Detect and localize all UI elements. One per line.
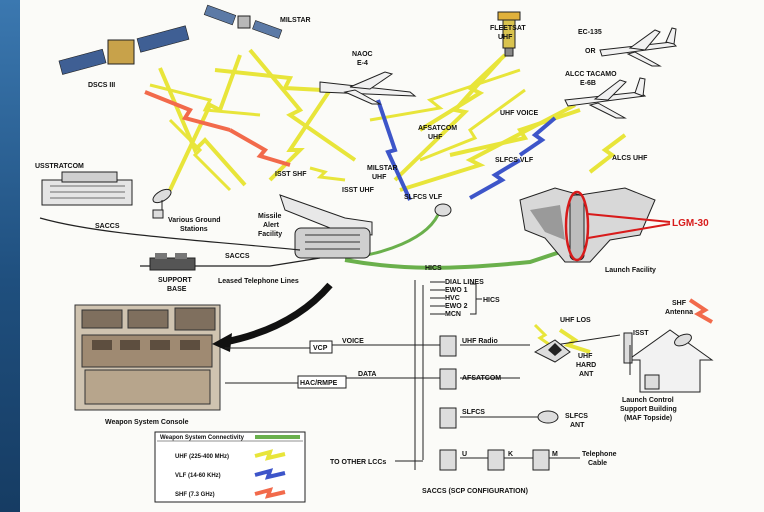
label-hics-side: HICS xyxy=(483,297,500,304)
scp-equipment-racks xyxy=(440,336,549,470)
label-e6b: E-6B xyxy=(580,80,596,87)
label-maf-3: Facility xyxy=(258,231,282,238)
label-dscs: DSCS III xyxy=(88,82,115,89)
missile-alert-facility-icon xyxy=(280,195,372,258)
legend-label-shf: SHF (7.3 GHz) xyxy=(175,492,215,498)
launch-control-support-building-icon xyxy=(624,330,712,392)
label-or: OR xyxy=(585,48,596,55)
label-e4: E-4 xyxy=(357,60,368,67)
label-ground-stations-1: Various Ground xyxy=(168,217,221,224)
ground-station-dish-icon xyxy=(151,187,173,218)
label-tel-2: Cable xyxy=(588,460,607,467)
label-k: K xyxy=(508,451,513,458)
label-lcsb-2: Support Building xyxy=(620,406,677,413)
label-afsatcom-uhf: UHF xyxy=(428,134,443,141)
label-m: M xyxy=(552,451,558,458)
label-slfcs-2: SLFCS xyxy=(462,409,485,416)
legend-label-vlf: VLF (14-60 KHz) xyxy=(175,473,221,479)
label-hics-top: HICS xyxy=(425,265,442,272)
slfcs-vlf-antenna-icon xyxy=(435,204,451,216)
label-launch-facility: Launch Facility xyxy=(605,267,656,274)
label-leased-lines: Leased Telephone Lines xyxy=(218,278,299,285)
console-pointer-arrow xyxy=(225,285,330,342)
label-ec135: EC-135 xyxy=(578,29,602,36)
label-console: Weapon System Console xyxy=(105,419,189,426)
label-milstar-uhf-1: MILSTAR xyxy=(367,165,398,172)
label-dial-lines: DIAL LINES xyxy=(445,279,484,286)
label-slfcs-vlf-2: SLFCS VLF xyxy=(404,194,443,201)
dscs-satellite-icon xyxy=(59,26,189,75)
label-shf-antenna-1: SHF xyxy=(672,300,687,307)
milstar-satellite-icon xyxy=(204,5,282,38)
label-uhf-hard-1: UHF xyxy=(578,353,593,360)
legend-label-wsc: Weapon System Connectivity xyxy=(160,435,245,441)
label-maf-2: Alert xyxy=(263,222,280,229)
label-lgm30: LGM-30 xyxy=(672,218,709,229)
support-base-icon xyxy=(150,253,195,270)
label-hvc: HVC xyxy=(445,295,460,302)
label-voice: VOICE xyxy=(342,338,364,345)
label-ground-stations-2: Stations xyxy=(180,226,208,233)
label-slfcs-ant-2: ANT xyxy=(570,422,585,429)
label-afsatcom: AFSATCOM xyxy=(418,125,457,132)
launch-facility-icon xyxy=(520,188,670,262)
label-isst-shf: ISST SHF xyxy=(275,171,307,178)
label-ewo1: EWO 1 xyxy=(445,287,468,294)
label-uhf-hard-2: HARD xyxy=(576,362,596,369)
weapon-system-console-image xyxy=(75,305,220,410)
label-alcs-uhf: ALCS UHF xyxy=(612,155,648,162)
label-support-1: SUPPORT xyxy=(158,277,193,284)
label-saccs-scp: SACCS (SCP CONFIGURATION) xyxy=(422,488,528,495)
label-tel-1: Telephone xyxy=(582,451,617,458)
label-uhf-voice: UHF VOICE xyxy=(500,110,538,117)
label-data: DATA xyxy=(358,371,376,378)
label-to-other-lccs: TO OTHER LCCs xyxy=(330,459,386,466)
legend-label-uhf: UHF (225-400 MHz) xyxy=(175,454,229,460)
label-afsatcom-2: AFSATCOM xyxy=(462,375,501,382)
label-maf-1: Missile xyxy=(258,213,281,220)
label-u: U xyxy=(462,451,467,458)
label-lcsb-3: (MAF Topside) xyxy=(624,415,672,422)
label-ewo2: EWO 2 xyxy=(445,303,468,310)
label-usstratcom: USSTRATCOM xyxy=(35,163,84,170)
label-mcn: MCN xyxy=(445,311,461,318)
label-support-2: BASE xyxy=(167,286,187,293)
label-milstar-uhf-2: UHF xyxy=(372,174,387,181)
usstratcom-building-icon xyxy=(42,172,132,205)
label-alcc: ALCC TACAMO xyxy=(565,71,617,78)
label-shf-antenna-2: Antenna xyxy=(665,309,693,316)
label-saccs-1: SACCS xyxy=(95,223,120,230)
label-milstar: MILSTAR xyxy=(280,17,311,24)
label-fleetsat: FLEETSAT xyxy=(490,25,526,32)
label-fleetsat-uhf: UHF xyxy=(498,34,513,41)
label-slfcs-ant-1: SLFCS xyxy=(565,413,588,420)
label-saccs-2: SACCS xyxy=(225,253,250,260)
label-uhf-radio: UHF Radio xyxy=(462,338,498,345)
slfcs-antenna-icon xyxy=(538,411,558,423)
label-isst-2: ISST xyxy=(633,330,649,337)
label-isst-uhf: ISST UHF xyxy=(342,187,375,194)
label-naoc: NAOC xyxy=(352,51,373,58)
label-vcp: VCP xyxy=(313,345,328,352)
label-uhf-hard-3: ANT xyxy=(579,371,594,378)
label-uhf-los: UHF LOS xyxy=(560,317,591,324)
ec135-aircraft-icon xyxy=(600,28,676,66)
naoc-aircraft-icon xyxy=(320,72,415,104)
label-slfcs-vlf: SLFCS VLF xyxy=(495,157,534,164)
label-lcsb-1: Launch Control xyxy=(622,397,674,404)
label-hac: HAC/RMPE xyxy=(300,380,338,387)
